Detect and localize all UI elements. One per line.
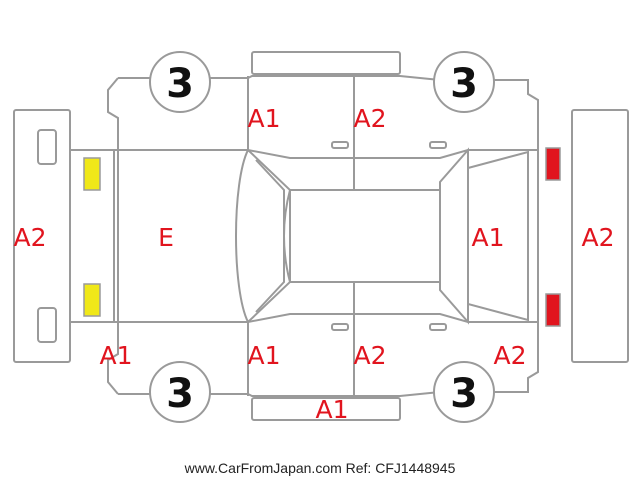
svg-text:3: 3 [166, 371, 194, 417]
svg-text:3: 3 [166, 61, 194, 107]
mark-rear-fender: A2 [493, 341, 526, 370]
wheel-front-left: 3 [149, 51, 211, 113]
mark-rear-door-top: A2 [353, 104, 386, 133]
mark-trunk: A1 [471, 223, 504, 252]
taillight-left [545, 147, 561, 181]
side-strip-top [251, 51, 401, 75]
side-strip-bottom [251, 397, 401, 421]
car-body [69, 75, 539, 397]
mark-rocker: A1 [315, 395, 348, 424]
mark-rear-bumper: A2 [581, 223, 614, 252]
wheel-rear-left: 3 [433, 51, 495, 113]
wheel-front-right: 3 [149, 361, 211, 423]
headlight-left [83, 157, 101, 191]
headlight-right [83, 283, 101, 317]
mark-front-door-top: A1 [247, 104, 280, 133]
footer-reference: www.CarFromJapan.com Ref: CFJ1448945 [184, 460, 456, 476]
wheel-rear-right: 3 [433, 361, 495, 423]
svg-text:3: 3 [450, 61, 478, 107]
mark-rear-door-bottom: A2 [353, 341, 386, 370]
svg-text:3: 3 [450, 371, 478, 417]
taillight-right [545, 293, 561, 327]
mark-front-bumper: A2 [13, 223, 46, 252]
mark-front-door-bottom: A1 [247, 341, 280, 370]
rear-bumper [571, 109, 629, 363]
mark-front-fender-left: A1 [99, 341, 132, 370]
mark-hood: E [158, 223, 174, 252]
